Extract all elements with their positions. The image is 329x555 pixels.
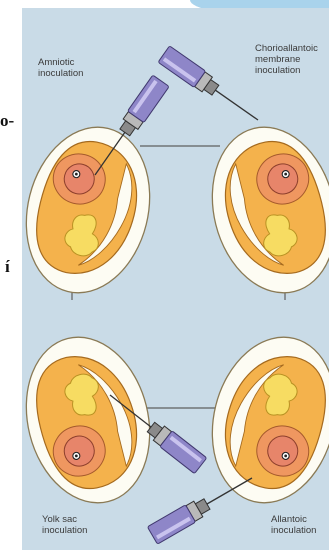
side-text-fragment: o- (0, 112, 14, 129)
label-allantoic-line-2: inoculation (271, 525, 316, 536)
label-chorioallantoic-line-3: inoculation (255, 65, 318, 76)
label-yolk-sac-line-2: inoculation (42, 525, 87, 536)
side-text-fragment: í (5, 258, 10, 275)
label-yolk-sac-line-1: Yolk sac (42, 514, 87, 525)
label-allantoic-inoculation: Allantoic inoculation (271, 514, 316, 536)
label-amniotic-line-2: inoculation (38, 68, 83, 79)
label-amniotic-inoculation: Amniotic inoculation (38, 57, 83, 79)
label-amniotic-line-1: Amniotic (38, 57, 83, 68)
label-chorioallantoic-inoculation: Chorioallantoic membrane inoculation (255, 43, 318, 76)
label-yolk-sac-inoculation: Yolk sac inoculation (42, 514, 87, 536)
label-allantoic-line-1: Allantoic (271, 514, 316, 525)
label-chorioallantoic-line-2: membrane (255, 54, 318, 65)
label-chorioallantoic-line-1: Chorioallantoic (255, 43, 318, 54)
